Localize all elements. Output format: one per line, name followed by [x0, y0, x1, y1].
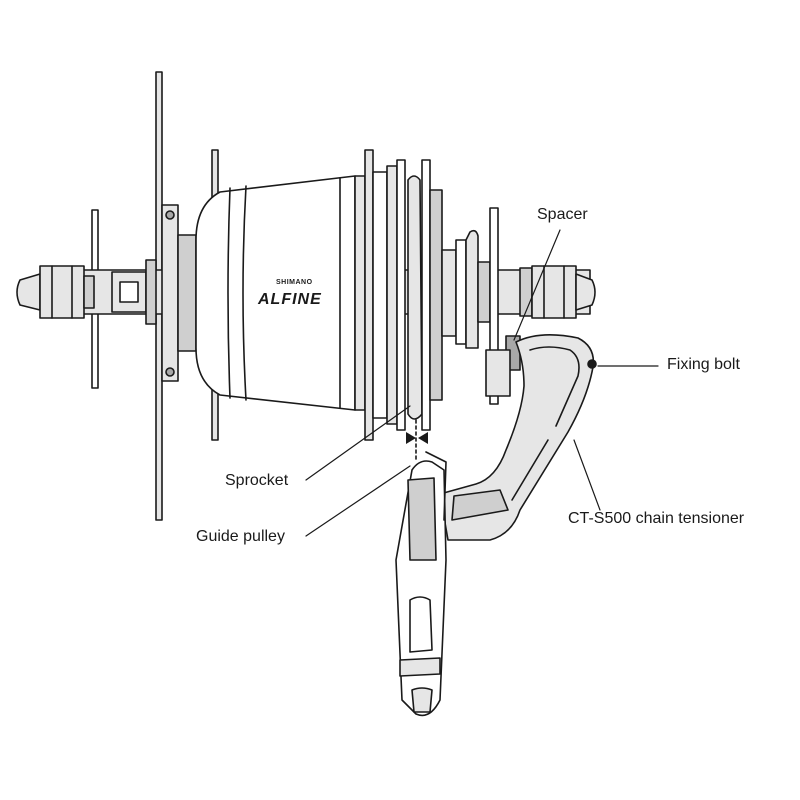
- right-cone-stack: [441, 229, 491, 349]
- logo-model: ALFINE: [257, 291, 322, 308]
- label-tensioner: CT-S500 chain tensioner: [568, 510, 745, 527]
- label-spacer: Spacer: [537, 206, 588, 223]
- hub-logo: SHIMANO ALFINE: [257, 279, 322, 308]
- leader-lines: [305, 229, 659, 537]
- left-hub-flange: [161, 204, 197, 382]
- hub-shell: [195, 149, 406, 441]
- sprocket: [407, 159, 443, 431]
- alignment-arrows: [406, 432, 428, 444]
- logo-brand: SHIMANO: [276, 279, 313, 286]
- label-guide-pulley: Guide pulley: [196, 528, 285, 545]
- left-axle-nut: [16, 265, 95, 319]
- pulley-cage: [395, 451, 447, 717]
- label-sprocket: Sprocket: [225, 472, 289, 489]
- spacer-leader: [513, 229, 561, 341]
- sprocket-leader: [305, 405, 411, 481]
- tensioner-leader: [573, 439, 601, 511]
- label-fixing-bolt: Fixing bolt: [667, 356, 740, 373]
- left-cone-stack: [111, 259, 157, 325]
- chain-tensioner: [439, 334, 597, 541]
- right-dropout-plate: [489, 207, 499, 405]
- guide-pulley-leader: [305, 465, 411, 537]
